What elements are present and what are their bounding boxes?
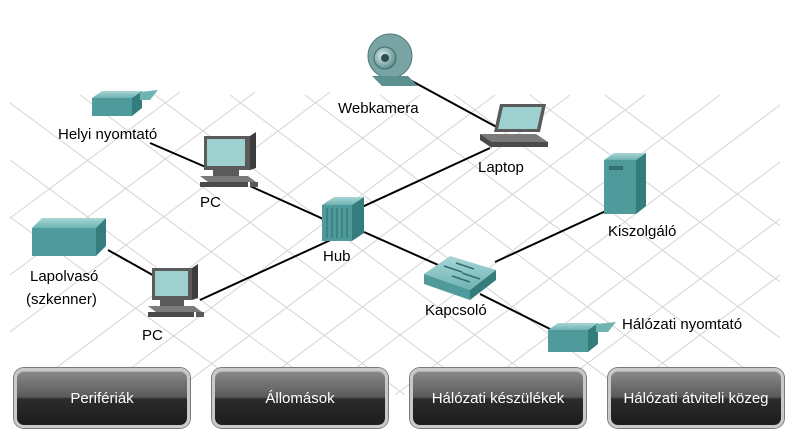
hosts-button[interactable]: Állomások bbox=[212, 368, 388, 428]
label-scanner-line1: Lapolvasó bbox=[30, 268, 99, 285]
scanner-icon[interactable] bbox=[32, 218, 106, 256]
label-local-printer: Helyi nyomtató bbox=[58, 126, 158, 143]
network-media-button[interactable]: Hálózati átviteli közeg bbox=[608, 368, 784, 428]
cable-switch-netprinter bbox=[479, 293, 553, 331]
cable-hub-laptop bbox=[361, 147, 491, 208]
cable-hub-switch bbox=[363, 231, 446, 269]
laptop-icon[interactable] bbox=[480, 104, 548, 148]
network-devices-button[interactable]: Hálózati készülékek bbox=[410, 368, 586, 428]
peripherals-button[interactable]: Perifériák bbox=[14, 368, 190, 428]
printer-icon[interactable] bbox=[92, 90, 158, 116]
label-switch: Kapcsoló bbox=[425, 302, 487, 319]
pc-icon[interactable] bbox=[200, 132, 258, 187]
cable-pc-hub-bottom bbox=[199, 237, 336, 301]
network-media-button-label: Hálózati átviteli közeg bbox=[623, 389, 769, 407]
cable-printer-pc bbox=[149, 142, 209, 169]
server-icon[interactable] bbox=[604, 153, 646, 214]
pc-icon[interactable] bbox=[148, 264, 204, 317]
peripherals-button-label: Perifériák bbox=[70, 389, 134, 407]
cable-pc-hub bbox=[249, 185, 331, 223]
printer-icon[interactable] bbox=[548, 322, 616, 352]
webcam-icon[interactable] bbox=[367, 33, 418, 86]
label-pc-top: PC bbox=[200, 194, 221, 211]
hosts-button-label: Állomások bbox=[265, 389, 335, 407]
network-devices-button-label: Hálózati készülékek bbox=[431, 389, 565, 407]
label-pc-bottom: PC bbox=[142, 327, 163, 344]
label-server: Kiszolgáló bbox=[608, 223, 677, 240]
label-network-printer: Hálózati nyomtató bbox=[622, 316, 743, 333]
switch-icon[interactable] bbox=[424, 256, 496, 300]
cable-switch-server bbox=[494, 209, 609, 263]
label-hub: Hub bbox=[323, 248, 351, 265]
cable-webcam-laptop bbox=[409, 79, 503, 131]
label-webcam: Webkamera bbox=[338, 100, 419, 117]
label-laptop: Laptop bbox=[478, 159, 524, 176]
cables bbox=[107, 79, 609, 331]
hub-icon[interactable] bbox=[322, 197, 364, 241]
label-scanner-line2: (szkenner) bbox=[26, 291, 97, 308]
cable-scanner-pc bbox=[107, 249, 159, 279]
